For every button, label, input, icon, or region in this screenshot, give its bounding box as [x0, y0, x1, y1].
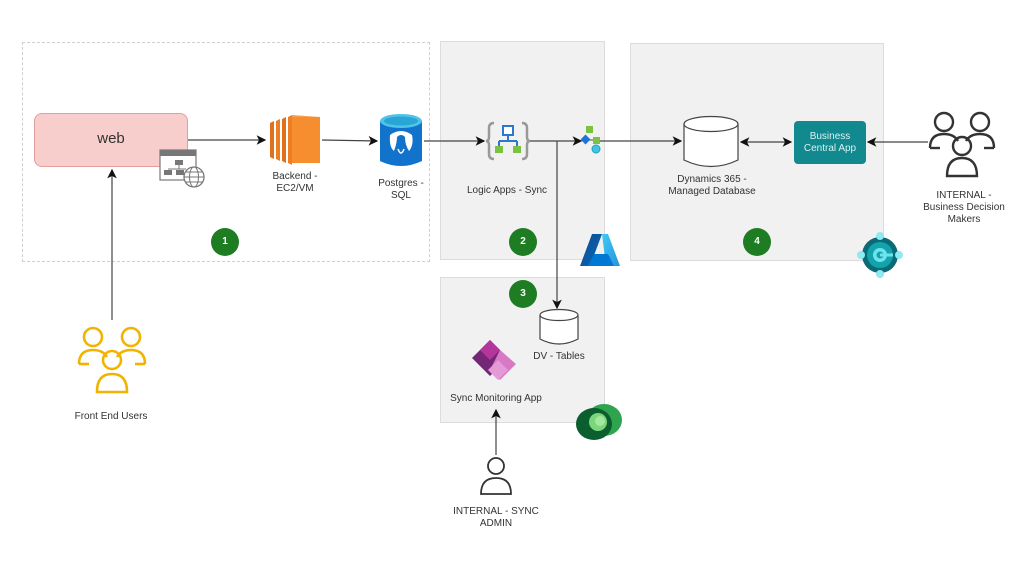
- business-central-label-line2: Central App: [803, 142, 857, 154]
- dv-tables-database-icon[interactable]: [538, 308, 580, 348]
- business-central-logo-icon: [857, 232, 903, 278]
- bdm-label-line1: INTERNAL -: [936, 190, 992, 201]
- sync-monitoring-label: Sync Monitoring App: [450, 393, 542, 404]
- power-apps-icon[interactable]: [470, 338, 520, 384]
- user-group-icon: [928, 111, 996, 178]
- logic-apps-icon[interactable]: [486, 121, 530, 161]
- postgresql-database-icon[interactable]: [378, 113, 424, 171]
- dataverse-logo-icon: [576, 404, 622, 440]
- database-cylinder-icon[interactable]: [682, 115, 740, 169]
- front-end-users-label: Front End Users: [74, 411, 148, 422]
- front-end-users-icon: [77, 326, 147, 394]
- bdm-label: INTERNAL - Business Decision Makers: [910, 190, 1018, 226]
- dynamics-db-label-line1: Dynamics 365 -: [677, 174, 747, 185]
- zone-2-badge: 2: [509, 228, 537, 256]
- dv-tables-label: DV - Tables: [533, 351, 585, 362]
- sync-admin-label-line1: INTERNAL - SYNC: [453, 506, 539, 517]
- zone-3-badge: 3: [509, 280, 537, 308]
- integration-connector-icon[interactable]: [578, 126, 604, 156]
- backend-label-line2: EC2/VM: [276, 183, 314, 194]
- web-label: web: [97, 130, 125, 147]
- web-app-globe-icon: [159, 149, 205, 188]
- sync-admin-label-line2: ADMIN: [479, 518, 513, 529]
- sync-admin-label: INTERNAL - SYNC ADMIN: [440, 506, 552, 530]
- postgres-label-line2: SQL: [390, 190, 411, 201]
- logic-apps-label: Logic Apps - Sync: [466, 185, 548, 196]
- postgres-label: Postgres - SQL: [370, 178, 432, 202]
- zone-2-logic-apps: [440, 41, 605, 260]
- zone-1-web-tier: [22, 42, 430, 262]
- backend-label: Backend - EC2/VM: [262, 171, 328, 195]
- backend-label-line1: Backend -: [272, 171, 318, 182]
- business-central-app-node[interactable]: Business Central App: [794, 121, 866, 164]
- bdm-label-line2: Business Decision: [923, 202, 1005, 213]
- dynamics-db-label: Dynamics 365 - Managed Database: [652, 174, 772, 198]
- zone-1-badge: 1: [211, 228, 239, 256]
- zone-4-badge: 4: [743, 228, 771, 256]
- postgres-label-line1: Postgres -: [378, 178, 424, 189]
- azure-logo-icon: [580, 234, 620, 266]
- aws-ec2-icon[interactable]: [268, 113, 322, 167]
- bdm-label-line3: Makers: [947, 214, 981, 225]
- user-icon: [480, 457, 512, 495]
- business-central-label-line1: Business: [809, 130, 851, 142]
- dynamics-db-label-line2: Managed Database: [668, 186, 756, 197]
- edge-backend-postgres: [321, 136, 379, 146]
